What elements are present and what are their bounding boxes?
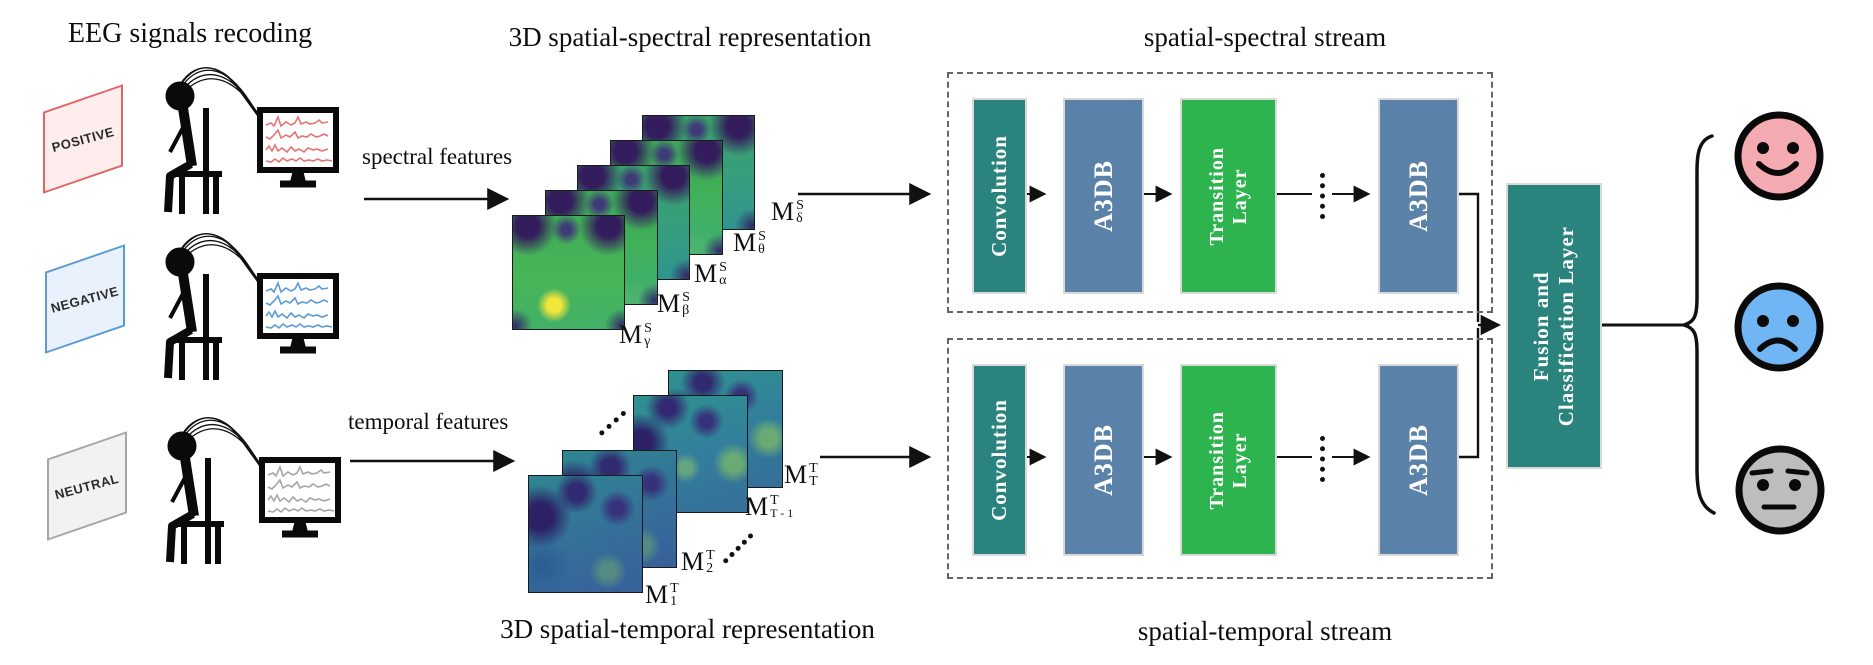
- temporal-features-label: temporal features: [348, 409, 509, 434]
- a3db-label: A3DB: [1088, 424, 1118, 496]
- spectral-a3db-block-1: A3DB: [1063, 98, 1144, 294]
- neutral-face-icon: [1735, 445, 1825, 535]
- spectral-transition-layer-block: Transition Layer: [1180, 98, 1277, 294]
- transition-layer-label: Transition Layer: [1205, 146, 1251, 246]
- transition-layer-label: Transition Layer: [1205, 410, 1251, 510]
- eeg-monitor: [259, 457, 341, 538]
- happy-face-icon: [1734, 111, 1824, 201]
- sad-face-icon: [1734, 282, 1824, 372]
- stimulus-label: NEUTRAL: [53, 470, 121, 502]
- temporal-transition-layer-block: Transition Layer: [1180, 364, 1277, 556]
- convolution-label: Convolution: [987, 399, 1011, 521]
- subject-with-eeg-monitor-negative: [164, 233, 339, 380]
- eeg-monitor: [257, 107, 339, 188]
- stimulus-card-negative: NEGATIVE: [45, 244, 125, 354]
- spectral-a3db-block-2: A3DB: [1378, 98, 1459, 294]
- eeg-signal-waves: [265, 114, 333, 164]
- temporal-heatmap-stack: [528, 370, 784, 593]
- spatial-temporal-stream-box: Convolution A3DB Transition Layer A3DB: [947, 338, 1493, 579]
- stimulus-label: POSITIVE: [50, 123, 116, 155]
- person-figure: [164, 247, 197, 379]
- spatial-spectral-stream-box: Convolution A3DB Transition Layer A3DB: [947, 72, 1493, 313]
- temporal-stream-ellipsis: [1320, 436, 1325, 482]
- person-figure: [164, 81, 197, 213]
- section-title-spectral-stream: spatial-spectral stream: [1143, 22, 1387, 52]
- section-title-spectral-representation: 3D spatial-spectral representation: [508, 22, 872, 52]
- output-brace: [1677, 134, 1716, 515]
- spectral-heatmap-stack: [512, 115, 757, 332]
- subject-with-eeg-monitor-positive: [164, 67, 339, 214]
- eeg-signal-waves: [267, 464, 335, 514]
- chair: [178, 458, 224, 564]
- a3db-label: A3DB: [1403, 160, 1433, 232]
- temporal-heatmap-1: [528, 475, 643, 593]
- a3db-label: A3DB: [1088, 160, 1118, 232]
- stimulus-label: NEGATIVE: [49, 282, 121, 316]
- section-title-temporal-stream: spatial-temporal stream: [1137, 616, 1393, 646]
- chair: [176, 108, 222, 214]
- stimulus-card-neutral: NEUTRAL: [47, 431, 127, 541]
- spectral-stream-ellipsis: [1320, 173, 1325, 219]
- stimulus-card-positive: POSITIVE: [43, 84, 123, 194]
- section-title-temporal-representation: 3D spatial-temporal representation: [500, 614, 875, 644]
- temporal-convolution-block: Convolution: [972, 364, 1027, 556]
- section-title-eeg-recording: EEG signals recoding: [67, 18, 313, 49]
- spectral-convolution-block: Convolution: [972, 98, 1027, 294]
- temporal-stack-ellipsis: [598, 409, 627, 437]
- fusion-classification-layer-block: Fusion and Classification Layer: [1506, 183, 1602, 469]
- convolution-label: Convolution: [987, 135, 1011, 257]
- eeg-monitor: [257, 273, 339, 354]
- fusion-classification-label: Fusion and Classification Layer: [1529, 225, 1578, 427]
- eeg-signal-waves: [265, 280, 333, 330]
- temporal-a3db-block-2: A3DB: [1378, 364, 1459, 556]
- temporal-a3db-block-1: A3DB: [1063, 364, 1144, 556]
- a3db-label: A3DB: [1403, 424, 1433, 496]
- chair: [176, 274, 222, 380]
- person-figure: [166, 431, 199, 563]
- spectral-features-label: spectral features: [362, 144, 513, 169]
- spectral-heatmap-gamma: [512, 215, 625, 330]
- subject-with-eeg-monitor-neutral: [166, 417, 341, 564]
